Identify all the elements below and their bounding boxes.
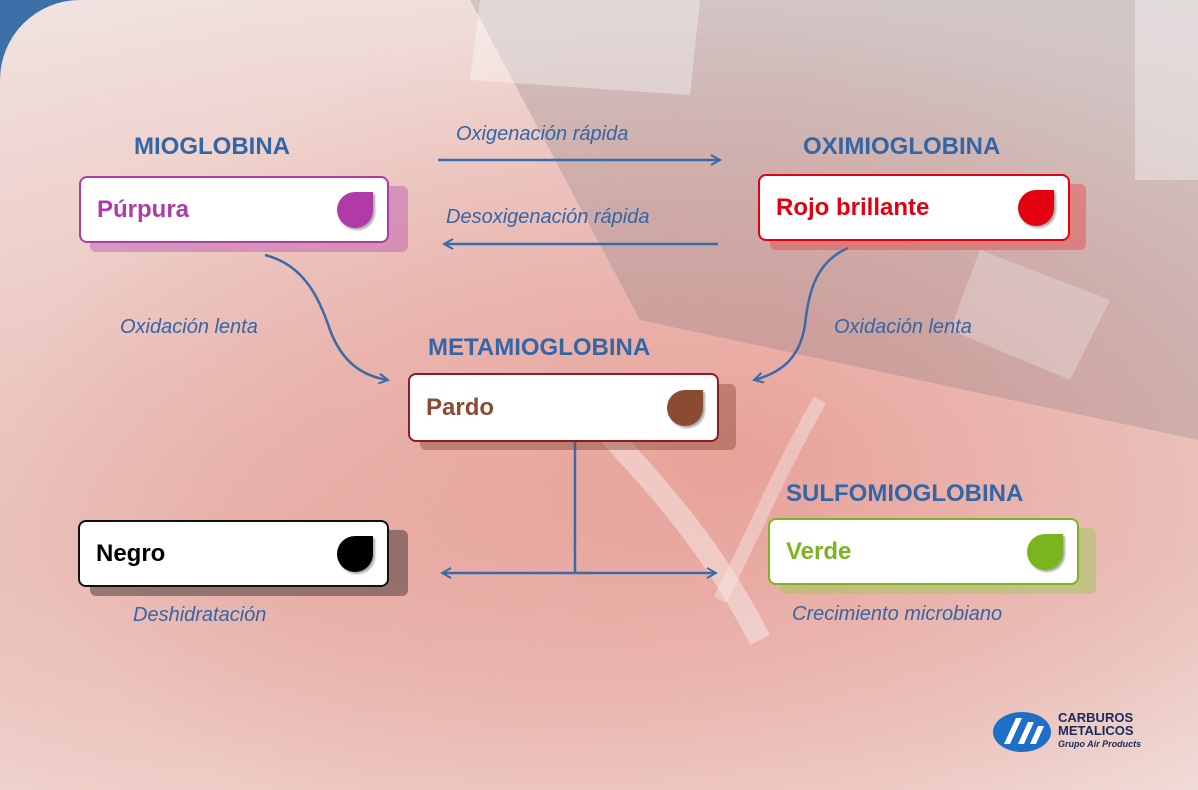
metamioglobina-heading: METAMIOGLOBINA xyxy=(428,334,650,362)
slow-oxidation-right-caption: Oxidación lenta xyxy=(834,316,972,339)
black-drop-icon xyxy=(337,536,373,572)
logo-line-2: METALICOS xyxy=(1058,724,1141,737)
green-drop-icon xyxy=(1027,534,1063,570)
oximioglobina-color-label: Rojo brillante xyxy=(776,194,929,222)
metamioglobina-box: Pardo xyxy=(408,373,719,442)
sulfomioglobina-heading: SULFOMIOGLOBINA xyxy=(786,480,1023,508)
deoxygenation-caption: Desoxigenación rápida xyxy=(446,206,649,229)
dehydration-caption: Deshidratación xyxy=(133,604,266,627)
negro-color-label: Negro xyxy=(96,540,165,568)
mioglobina-color-label: Púrpura xyxy=(97,196,189,224)
mioglobina-heading: MIOGLOBINA xyxy=(134,133,290,161)
sulfomioglobina-box: Verde xyxy=(768,518,1079,585)
slow-oxidation-right-arrow xyxy=(754,248,848,380)
slow-oxidation-left-caption: Oxidación lenta xyxy=(120,316,258,339)
purple-drop-icon xyxy=(337,192,373,228)
metamioglobina-color-label: Pardo xyxy=(426,394,494,422)
oxygenation-caption: Oxigenación rápida xyxy=(456,123,628,146)
oximioglobina-heading: OXIMIOGLOBINA xyxy=(803,133,1000,161)
mioglobina-box: Púrpura xyxy=(79,176,389,243)
microbial-growth-caption: Crecimiento microbiano xyxy=(792,603,1002,626)
logo-text: CARBUROS METALICOS Grupo Air Products xyxy=(1058,711,1141,749)
oximioglobina-box: Rojo brillante xyxy=(758,174,1070,241)
red-drop-icon xyxy=(1018,190,1054,226)
sulfomioglobina-color-label: Verde xyxy=(786,538,851,566)
brown-drop-icon xyxy=(667,390,703,426)
negro-box: Negro xyxy=(78,520,389,587)
slow-oxidation-left-arrow xyxy=(265,255,388,380)
logo-tagline: Grupo Air Products xyxy=(1058,739,1141,749)
